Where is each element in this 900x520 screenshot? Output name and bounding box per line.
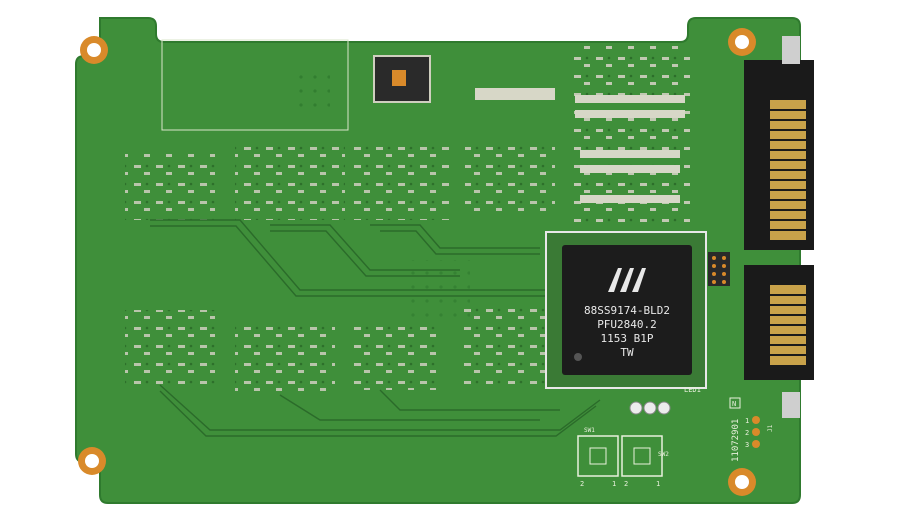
sw1-pin-1: 1 bbox=[612, 480, 616, 488]
sw1-pin-2: 2 bbox=[580, 480, 584, 488]
j1-pin-2: 2 bbox=[745, 429, 749, 437]
component-clusters bbox=[125, 45, 690, 395]
j1-pin-3: 3 bbox=[745, 441, 749, 449]
switch-sw2: SW2 2 1 bbox=[621, 435, 669, 488]
jtag-header bbox=[708, 252, 730, 286]
led-area: LED1 bbox=[629, 386, 701, 415]
resistor-array bbox=[475, 88, 685, 203]
controller-chip: 88SS9174-BLD2 PFU2840.2 1153 B1P TW bbox=[545, 231, 707, 389]
serial-mark: N bbox=[732, 400, 736, 408]
chip-line-2: PFU2840.2 bbox=[597, 318, 657, 331]
chip-line-4: TW bbox=[620, 346, 634, 359]
j1-pin-1: 1 bbox=[745, 417, 749, 425]
mount-hole-icon bbox=[728, 468, 756, 496]
j1-header: 1 2 3 J1 bbox=[745, 416, 774, 449]
sw2-pin-1: 1 bbox=[656, 480, 660, 488]
mount-hole-icon bbox=[80, 36, 108, 64]
pcb-traces bbox=[150, 219, 601, 437]
chip-line-1: 88SS9174-BLD2 bbox=[584, 304, 670, 317]
j1-label: J1 bbox=[767, 424, 774, 432]
sw2-pin-2: 2 bbox=[624, 480, 628, 488]
switch-sw1: SW1 2 1 bbox=[577, 427, 619, 488]
mount-hole-icon bbox=[728, 28, 756, 56]
mount-hole-icon bbox=[78, 447, 106, 475]
marvell-logo bbox=[606, 264, 652, 294]
label-area bbox=[161, 39, 349, 131]
sw1-label: SW1 bbox=[584, 427, 595, 434]
serial-number: 11072901 bbox=[731, 419, 741, 462]
chip-line-3: 1153 B1P bbox=[601, 332, 654, 345]
sata-connector-icon bbox=[744, 36, 814, 418]
sw2-label: SW2 bbox=[658, 451, 669, 458]
led-label: LED1 bbox=[684, 386, 701, 394]
